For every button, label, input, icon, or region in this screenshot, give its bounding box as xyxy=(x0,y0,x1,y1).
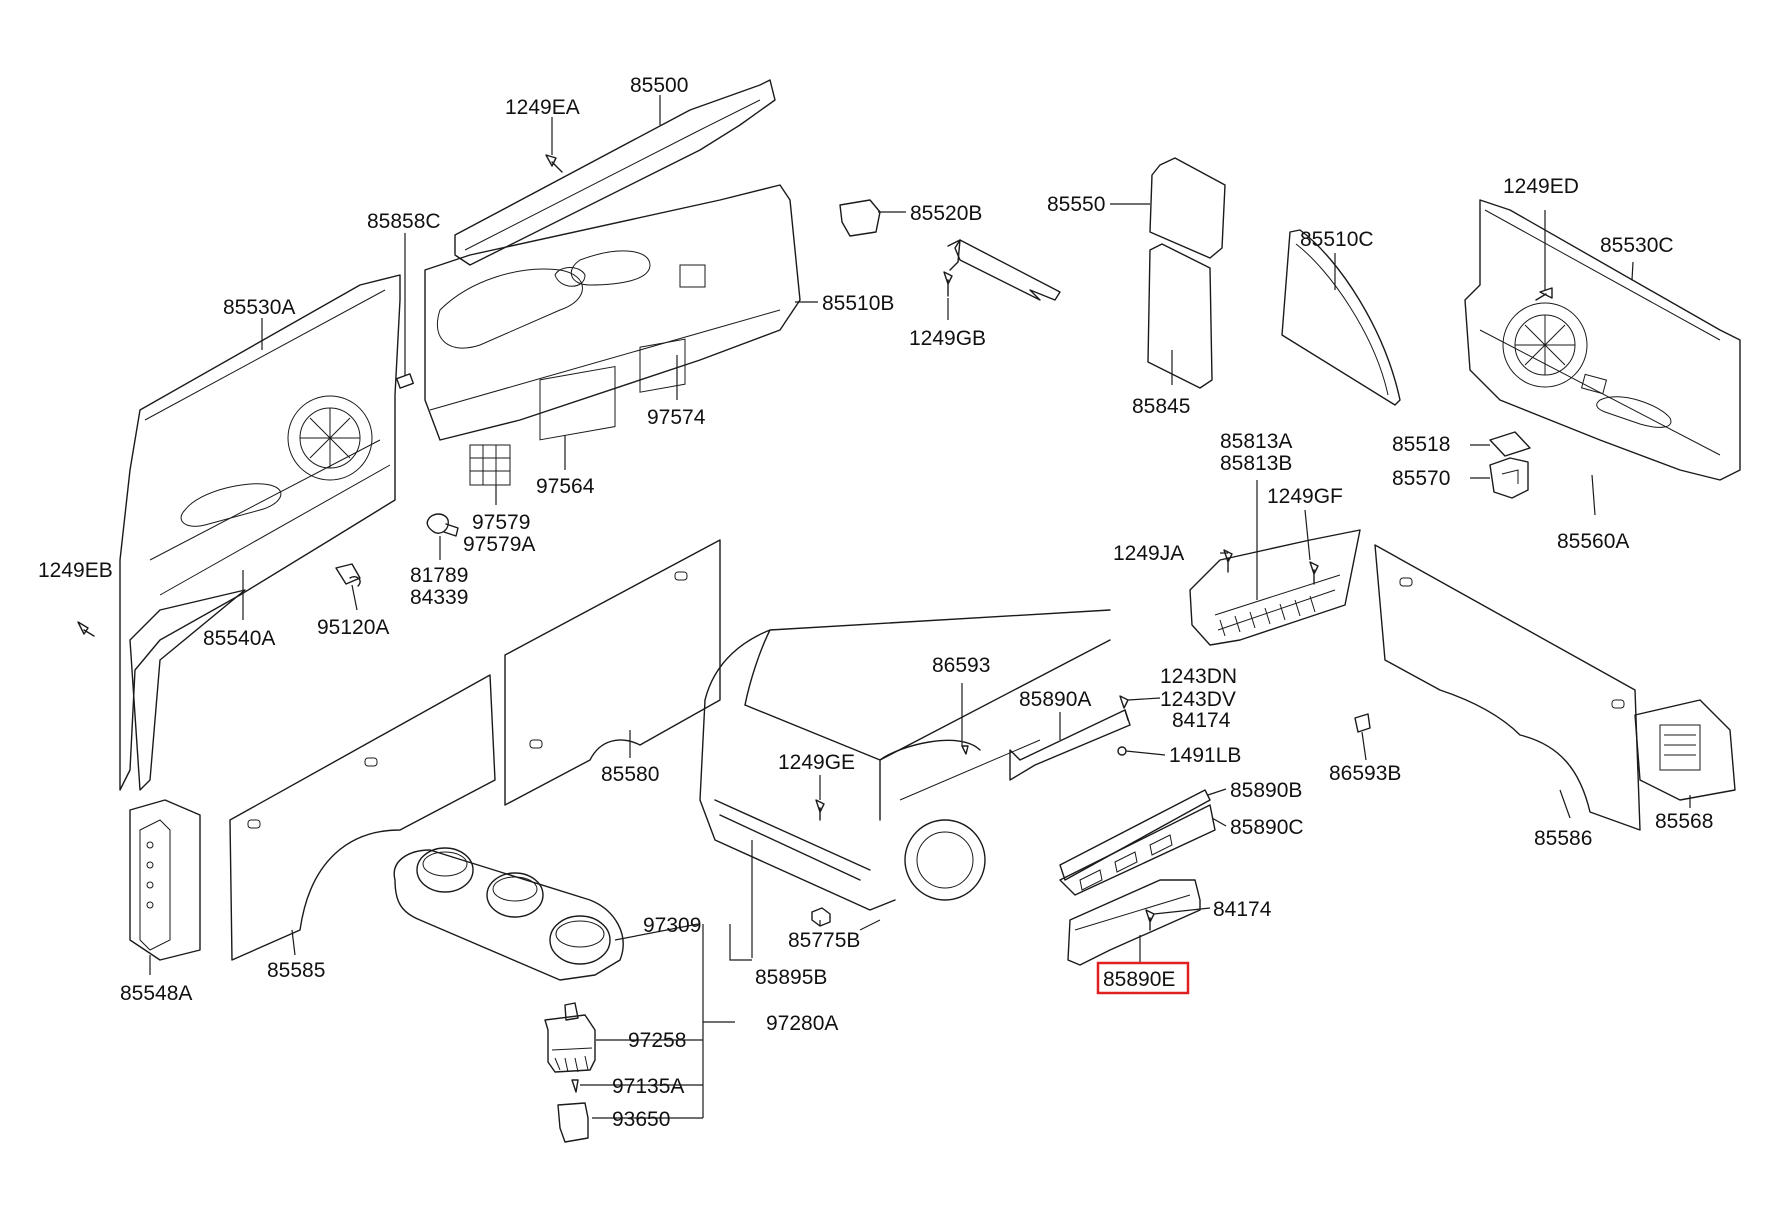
part-85500-drawing xyxy=(454,79,776,266)
label-84174-bottom[interactable]: 84174 xyxy=(1213,898,1272,921)
part-85580-drawing xyxy=(504,539,721,806)
label-1249ED[interactable]: 1249ED xyxy=(1503,175,1579,198)
part-1249GF-drawing xyxy=(1309,561,1319,585)
label-1249GB[interactable]: 1249GB xyxy=(909,327,986,350)
part-1243DN-drawing xyxy=(1119,695,1129,709)
part-85586-drawing xyxy=(1374,544,1641,831)
part-97135A-drawing xyxy=(571,1079,579,1093)
part-85845-drawing xyxy=(1147,243,1213,389)
label-85570[interactable]: 85570 xyxy=(1392,467,1450,490)
label-85510C[interactable]: 85510C xyxy=(1300,228,1374,251)
label-85520B[interactable]: 85520B xyxy=(910,202,982,225)
highlight-box-85890E xyxy=(1096,961,1190,995)
part-85530C-drawing xyxy=(1464,199,1741,481)
part-85520B-drawing xyxy=(839,199,881,237)
part-labels: 85500 1249EA 85858C 85530A 85510B 85520B… xyxy=(38,74,1713,1131)
label-85858C[interactable]: 85858C xyxy=(367,210,441,233)
label-85890B[interactable]: 85890B xyxy=(1230,779,1302,802)
part-1249EA-drawing xyxy=(545,154,563,173)
label-86593[interactable]: 86593 xyxy=(932,654,990,677)
part-86593B-drawing xyxy=(1354,713,1371,733)
part-93650-drawing xyxy=(557,1102,589,1143)
label-85540A[interactable]: 85540A xyxy=(203,627,275,650)
label-1243DV[interactable]: 1243DV xyxy=(1160,688,1236,711)
part-van-body-drawing xyxy=(699,609,1111,931)
label-85775B[interactable]: 85775B xyxy=(788,929,860,952)
part-85550-drawing xyxy=(1149,157,1226,259)
part-85858C-drawing xyxy=(396,373,414,389)
label-85890A[interactable]: 85890A xyxy=(1019,688,1091,711)
part-84174-drawing xyxy=(1145,909,1155,931)
label-85586[interactable]: 85586 xyxy=(1534,827,1592,850)
part-85548A-drawing xyxy=(129,799,201,961)
label-85510B[interactable]: 85510B xyxy=(822,292,894,315)
label-85895B[interactable]: 85895B xyxy=(755,966,827,989)
label-1243DN[interactable]: 1243DN xyxy=(1160,665,1237,688)
part-1249GB-drawing xyxy=(943,271,953,297)
label-97280A[interactable]: 97280A xyxy=(766,1012,838,1035)
label-97135A[interactable]: 97135A xyxy=(612,1075,684,1098)
label-85500[interactable]: 85500 xyxy=(630,74,688,97)
part-1249EB-drawing xyxy=(77,621,95,637)
part-1249JA-drawing xyxy=(1223,549,1233,573)
part-85775B-drawing xyxy=(811,907,831,927)
part-1249ED-drawing xyxy=(1535,287,1553,301)
label-85580[interactable]: 85580 xyxy=(601,763,659,786)
part-85510C-drawing xyxy=(1281,229,1401,406)
part-95120A-drawing xyxy=(335,563,361,587)
part-85890A-drawing xyxy=(1009,709,1131,781)
label-85530A[interactable]: 85530A xyxy=(223,296,295,319)
label-95120A[interactable]: 95120A xyxy=(317,616,389,639)
part-85570-drawing xyxy=(1489,457,1529,499)
label-85585[interactable]: 85585 xyxy=(267,959,325,982)
label-85890E[interactable]: 85890E xyxy=(1103,968,1175,991)
label-85813A[interactable]: 85813A xyxy=(1220,430,1292,453)
label-1491LB[interactable]: 1491LB xyxy=(1169,744,1241,767)
part-85568-drawing xyxy=(1634,699,1736,801)
label-85813B[interactable]: 85813B xyxy=(1220,452,1292,475)
part-85530A-drawing xyxy=(119,274,401,791)
label-86593B[interactable]: 86593B xyxy=(1329,762,1401,785)
label-85550[interactable]: 85550 xyxy=(1047,193,1105,216)
part-85585-drawing xyxy=(229,674,496,961)
part-1491LB-drawing xyxy=(1117,746,1127,756)
label-85568[interactable]: 85568 xyxy=(1655,810,1713,833)
label-1249EB[interactable]: 1249EB xyxy=(38,559,113,582)
label-84174-top[interactable]: 84174 xyxy=(1172,709,1231,732)
label-1249GE[interactable]: 1249GE xyxy=(778,751,855,774)
part-86593-drawing xyxy=(961,745,969,755)
label-85560A[interactable]: 85560A xyxy=(1557,530,1629,553)
label-97579[interactable]: 97579 xyxy=(472,511,530,534)
part-85890E-drawing xyxy=(1067,879,1201,966)
part-97258-drawing xyxy=(544,1002,596,1073)
label-84339[interactable]: 84339 xyxy=(410,586,468,609)
part-97309-drawing xyxy=(393,847,624,981)
part-85890C-drawing xyxy=(1059,804,1216,896)
label-1249EA[interactable]: 1249EA xyxy=(505,96,580,119)
part-85510B-drawing xyxy=(424,184,801,486)
part-81789-drawing xyxy=(426,513,459,537)
label-97574[interactable]: 97574 xyxy=(647,406,706,429)
label-85845[interactable]: 85845 xyxy=(1132,395,1190,418)
label-97579A[interactable]: 97579A xyxy=(463,533,535,556)
label-85890C[interactable]: 85890C xyxy=(1230,816,1304,839)
label-93650[interactable]: 93650 xyxy=(612,1108,670,1131)
label-1249GF[interactable]: 1249GF xyxy=(1267,485,1343,508)
part-85540A-drawing xyxy=(129,589,246,791)
part-85813-drawing xyxy=(1189,529,1361,646)
part-85518-drawing xyxy=(1489,431,1531,457)
part-85890B-drawing xyxy=(1059,789,1211,881)
label-85518[interactable]: 85518 xyxy=(1392,433,1450,456)
part-strap-drawing xyxy=(947,239,1061,301)
label-97564[interactable]: 97564 xyxy=(536,475,595,498)
label-85530C[interactable]: 85530C xyxy=(1600,234,1674,257)
label-97309[interactable]: 97309 xyxy=(643,914,701,937)
label-1249JA[interactable]: 1249JA xyxy=(1113,542,1184,565)
part-1249GE-drawing xyxy=(815,799,825,821)
label-85548A[interactable]: 85548A xyxy=(120,982,192,1005)
label-97258[interactable]: 97258 xyxy=(628,1029,686,1052)
label-81789[interactable]: 81789 xyxy=(410,564,468,587)
leader-lines xyxy=(149,95,1691,1119)
